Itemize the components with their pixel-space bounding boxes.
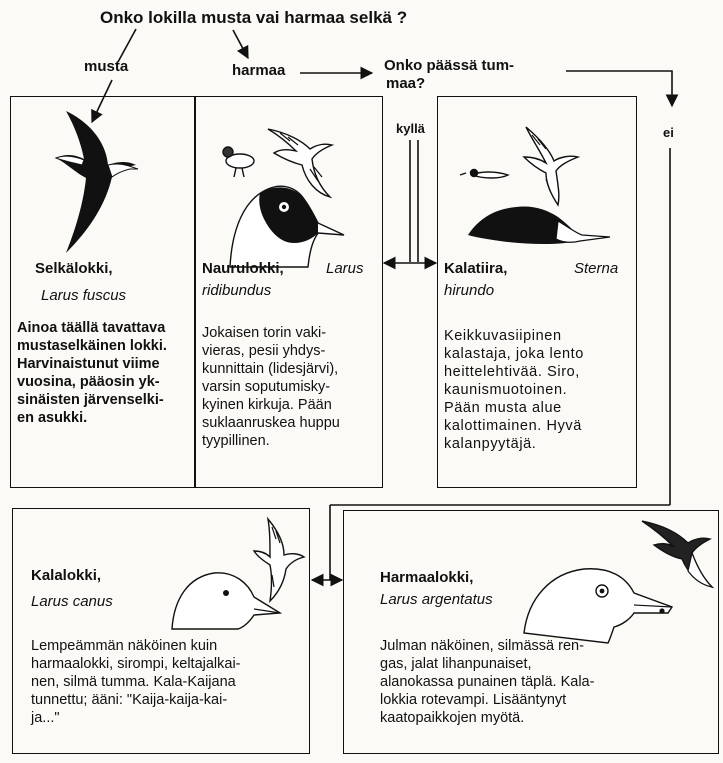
species-latin-kalatiira-epithet: hirundo bbox=[444, 282, 494, 299]
lesser-black-backed-gull-illustration bbox=[36, 103, 156, 253]
species-latin-naurulokki-epithet: ridibundus bbox=[202, 282, 271, 299]
species-latin-kalalokki: Larus canus bbox=[31, 593, 113, 610]
common-tern-illustration bbox=[460, 117, 620, 257]
species-latin-naurulokki-genus: Larus bbox=[326, 260, 364, 277]
box-kalatiira: Kalatiira, Sterna hirundo Keikkuvasiipin… bbox=[437, 96, 637, 488]
main-question: Onko lokilla musta vai harmaa selkä ? bbox=[100, 8, 407, 28]
common-gull-illustration bbox=[168, 513, 308, 631]
species-name-harmaalokki: Harmaalokki, bbox=[380, 569, 473, 586]
question2-line1: Onko päässä tum- bbox=[384, 57, 514, 74]
species-desc-kalalokki: Lempeämmän näköinen kuin harmaalokki, si… bbox=[31, 637, 303, 727]
arrow-to-grey bbox=[233, 30, 248, 58]
species-desc-kalatiira: Keikkuvasiipinen kalastaja, joka lento h… bbox=[444, 327, 628, 453]
black-headed-gull-illustration bbox=[218, 119, 368, 269]
species-desc-selkalokki: Ainoa täällä tavattava mustaselkäinen lo… bbox=[17, 319, 192, 427]
species-desc-naurulokki: Jokaisen torin vaki- vieras, pesii yhdys… bbox=[202, 324, 378, 450]
box-naurulokki: Naurulokki, Larus ridibundus Jokaisen to… bbox=[195, 96, 383, 488]
species-latin-kalatiira-genus: Sterna bbox=[574, 260, 618, 277]
species-desc-harmaalokki: Julman näköinen, silmässä ren- gas, jala… bbox=[380, 637, 608, 727]
species-latin-selkalokki: Larus fuscus bbox=[41, 287, 126, 304]
box-selkalokki: Selkälokki, Larus fuscus Ainoa täällä ta… bbox=[10, 96, 195, 488]
branch-grey-label: harmaa bbox=[232, 62, 285, 79]
question2-line2: maa? bbox=[386, 75, 425, 92]
box-harmaalokki: Harmaalokki, Larus argentatus Julman näk… bbox=[343, 510, 719, 754]
answer-yes-label: kyllä bbox=[396, 121, 425, 136]
species-latin-harmaalokki: Larus argentatus bbox=[380, 591, 493, 608]
species-name-kalalokki: Kalalokki, bbox=[31, 567, 101, 584]
species-name-selkalokki: Selkälokki, bbox=[35, 260, 113, 277]
branch-black-label: musta bbox=[84, 58, 128, 75]
species-name-naurulokki: Naurulokki, bbox=[202, 260, 284, 277]
box-kalalokki: Kalalokki, Larus canus Lempeämmän näköin… bbox=[12, 508, 310, 754]
species-name-kalatiira: Kalatiira, bbox=[444, 260, 507, 277]
answer-no-label: ei bbox=[663, 125, 674, 140]
herring-gull-illustration bbox=[522, 515, 718, 645]
